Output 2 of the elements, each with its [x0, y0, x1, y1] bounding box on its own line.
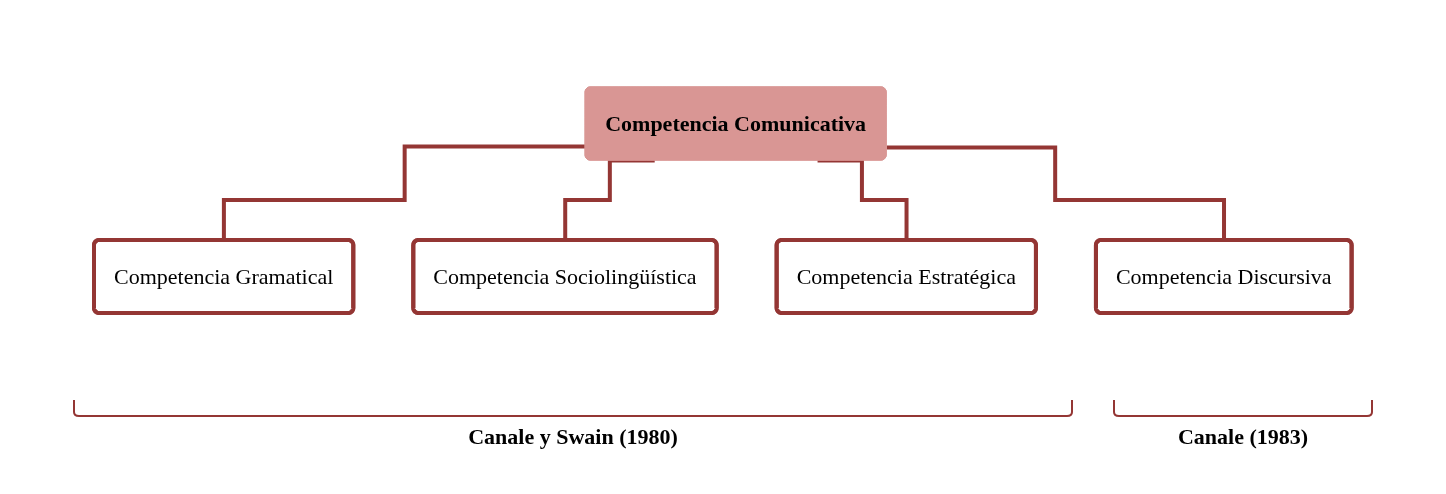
- group-label: Canale (1983): [1177, 424, 1309, 450]
- group-label: Canale y Swain (1980): [468, 424, 678, 450]
